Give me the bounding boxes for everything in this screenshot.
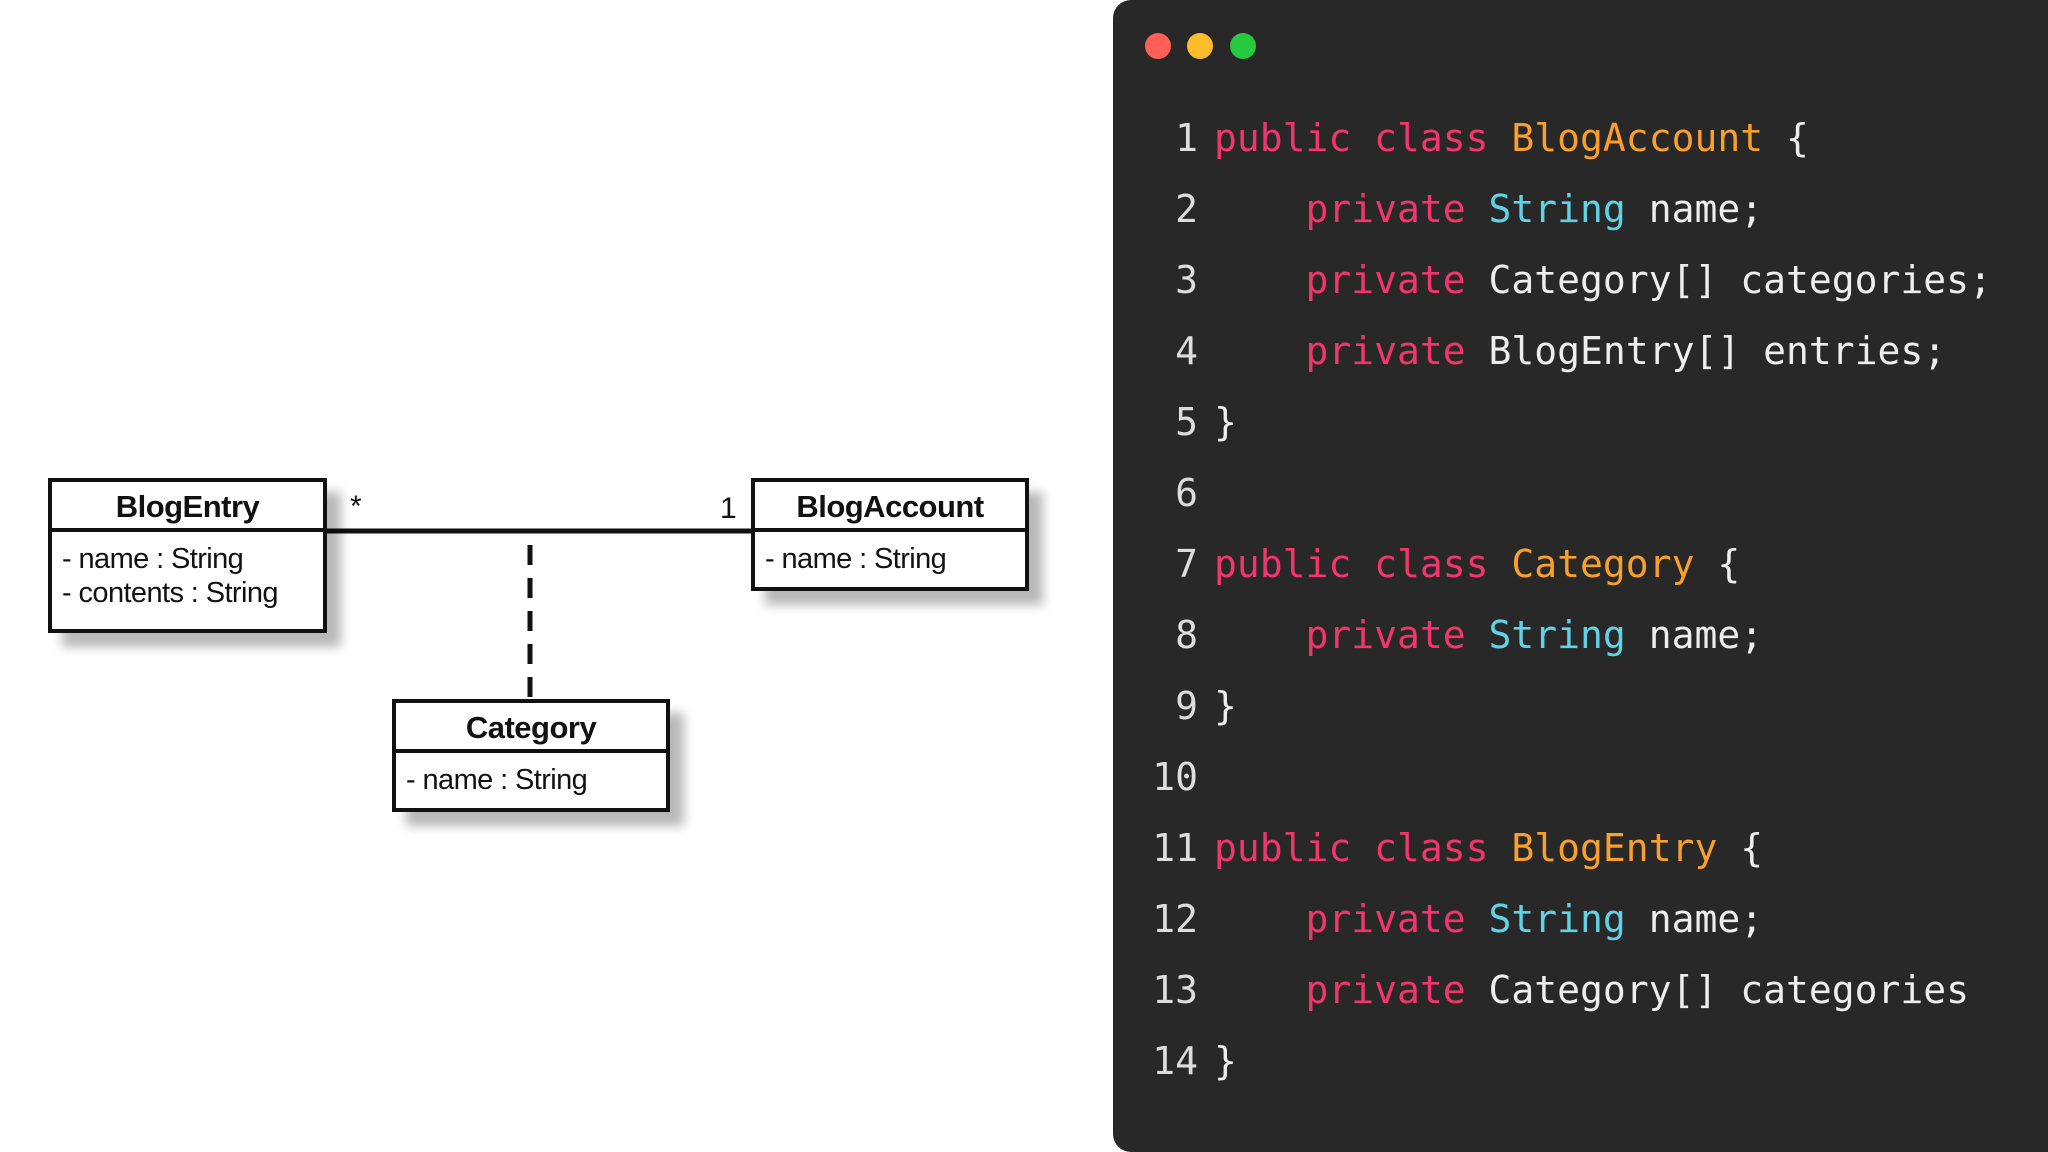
multiplicity-many: * xyxy=(350,490,362,523)
code-token-plain xyxy=(1214,897,1306,941)
code-token-type: String xyxy=(1488,897,1626,941)
code-token-plain: } xyxy=(1214,400,1237,444)
line-number: 1 xyxy=(1175,116,1198,160)
code-line: 11 public class BlogEntry { xyxy=(1113,825,2048,896)
code-token-plain: BlogEntry[] entries; xyxy=(1488,329,1947,373)
code-token-keyword: public class xyxy=(1214,826,1512,870)
code-token-plain xyxy=(1214,329,1306,373)
line-code: private String name; xyxy=(1214,896,1764,942)
code-token-classname: BlogEntry xyxy=(1511,826,1718,870)
uml-class-category: Category - name : String xyxy=(392,699,670,812)
code-line: 9} xyxy=(1113,683,2048,754)
line-number: 9 xyxy=(1175,684,1198,728)
line-code: private BlogEntry[] entries; xyxy=(1214,328,1947,374)
uml-attribute-list: - name : String xyxy=(396,753,666,797)
uml-attribute-list: - name : String - contents : String xyxy=(52,532,323,610)
code-line: 8 private String name; xyxy=(1113,612,2048,683)
code-token-plain: { xyxy=(1717,826,1764,870)
code-token-plain: Category[] categories xyxy=(1488,968,1969,1012)
code-line: 10 xyxy=(1113,754,2048,825)
code-token-plain: Category[] categories; xyxy=(1488,258,1992,302)
line-code: public class BlogAccount { xyxy=(1214,115,1809,161)
line-number: 7 xyxy=(1175,542,1198,586)
code-token-keyword: private xyxy=(1305,258,1489,302)
uml-attribute-list: - name : String xyxy=(755,532,1025,576)
code-token-type: String xyxy=(1488,187,1626,231)
code-token-plain xyxy=(1214,258,1306,302)
code-token-keyword: private xyxy=(1305,897,1489,941)
uml-class-name: Category xyxy=(396,703,666,753)
code-token-keyword: private xyxy=(1305,613,1489,657)
code-token-keyword: private xyxy=(1305,968,1489,1012)
association-lines xyxy=(327,528,751,699)
code-token-keyword: public class xyxy=(1214,542,1512,586)
code-line: 4 private BlogEntry[] entries; xyxy=(1113,328,2048,399)
window-close-button[interactable] xyxy=(1145,33,1171,59)
code-token-classname: Category xyxy=(1511,542,1695,586)
uml-class-blogentry: BlogEntry - name : String - contents : S… xyxy=(48,478,327,633)
code-token-plain: name; xyxy=(1625,187,1764,231)
line-code: private String name; xyxy=(1214,612,1764,658)
line-number: 4 xyxy=(1175,329,1198,373)
line-code: } xyxy=(1214,683,1237,729)
code-line: 1 public class BlogAccount { xyxy=(1113,115,2048,186)
line-number: 10 xyxy=(1152,755,1198,799)
code-token-keyword: private xyxy=(1305,329,1489,373)
line-code: } xyxy=(1214,399,1237,445)
line-number: 8 xyxy=(1175,613,1198,657)
code-token-keyword: private xyxy=(1305,187,1489,231)
line-code: public class BlogEntry { xyxy=(1214,825,1763,871)
code-token-plain xyxy=(1214,187,1306,231)
uml-attribute: - name : String xyxy=(62,543,244,575)
code-token-type: String xyxy=(1488,613,1626,657)
window-maximize-button[interactable] xyxy=(1230,33,1256,59)
uml-class-name: BlogEntry xyxy=(52,482,323,532)
uml-attribute: - name : String xyxy=(406,764,588,796)
code-line: 7 public class Category { xyxy=(1113,541,2048,612)
code-token-plain: { xyxy=(1763,116,1809,160)
code-token-plain: { xyxy=(1694,542,1741,586)
code-line: 2 private String name; xyxy=(1113,186,2048,257)
code-line: 14} xyxy=(1113,1038,2048,1109)
window-minimize-button[interactable] xyxy=(1187,33,1213,59)
code-token-classname: BlogAccount xyxy=(1511,116,1764,160)
code-line: 5} xyxy=(1113,399,2048,470)
code-token-keyword: public class xyxy=(1214,116,1512,160)
line-code: } xyxy=(1214,1038,1237,1084)
line-number: 2 xyxy=(1175,187,1198,231)
code-token-plain xyxy=(1214,613,1306,657)
multiplicity-one: 1 xyxy=(720,492,737,525)
line-number: 6 xyxy=(1175,471,1198,515)
line-code: public class Category { xyxy=(1214,541,1740,587)
code-line: 13 private Category[] categories xyxy=(1113,967,2048,1038)
code-line: 6 xyxy=(1113,470,2048,541)
line-number: 12 xyxy=(1152,897,1198,941)
uml-attribute: - name : String xyxy=(765,543,947,575)
line-number: 5 xyxy=(1175,400,1198,444)
line-code: private Category[] categories; xyxy=(1214,257,1992,303)
code-token-plain: name; xyxy=(1625,613,1764,657)
line-number: 11 xyxy=(1152,826,1198,870)
uml-class-blogaccount: BlogAccount - name : String xyxy=(751,478,1029,591)
line-number: 13 xyxy=(1152,968,1198,1012)
line-code: private Category[] categories xyxy=(1214,967,1969,1013)
code-token-plain: name; xyxy=(1625,897,1764,941)
uml-class-name: BlogAccount xyxy=(755,482,1025,532)
code-token-plain: } xyxy=(1214,684,1237,728)
uml-attribute: - contents : String xyxy=(62,577,278,609)
line-number: 14 xyxy=(1152,1039,1198,1083)
code-token-plain: } xyxy=(1214,1039,1237,1083)
code-line: 12 private String name; xyxy=(1113,896,2048,967)
code-line: 3 private Category[] categories; xyxy=(1113,257,2048,328)
code-token-plain xyxy=(1214,968,1306,1012)
line-number: 3 xyxy=(1175,258,1198,302)
line-code: private String name; xyxy=(1214,186,1764,232)
